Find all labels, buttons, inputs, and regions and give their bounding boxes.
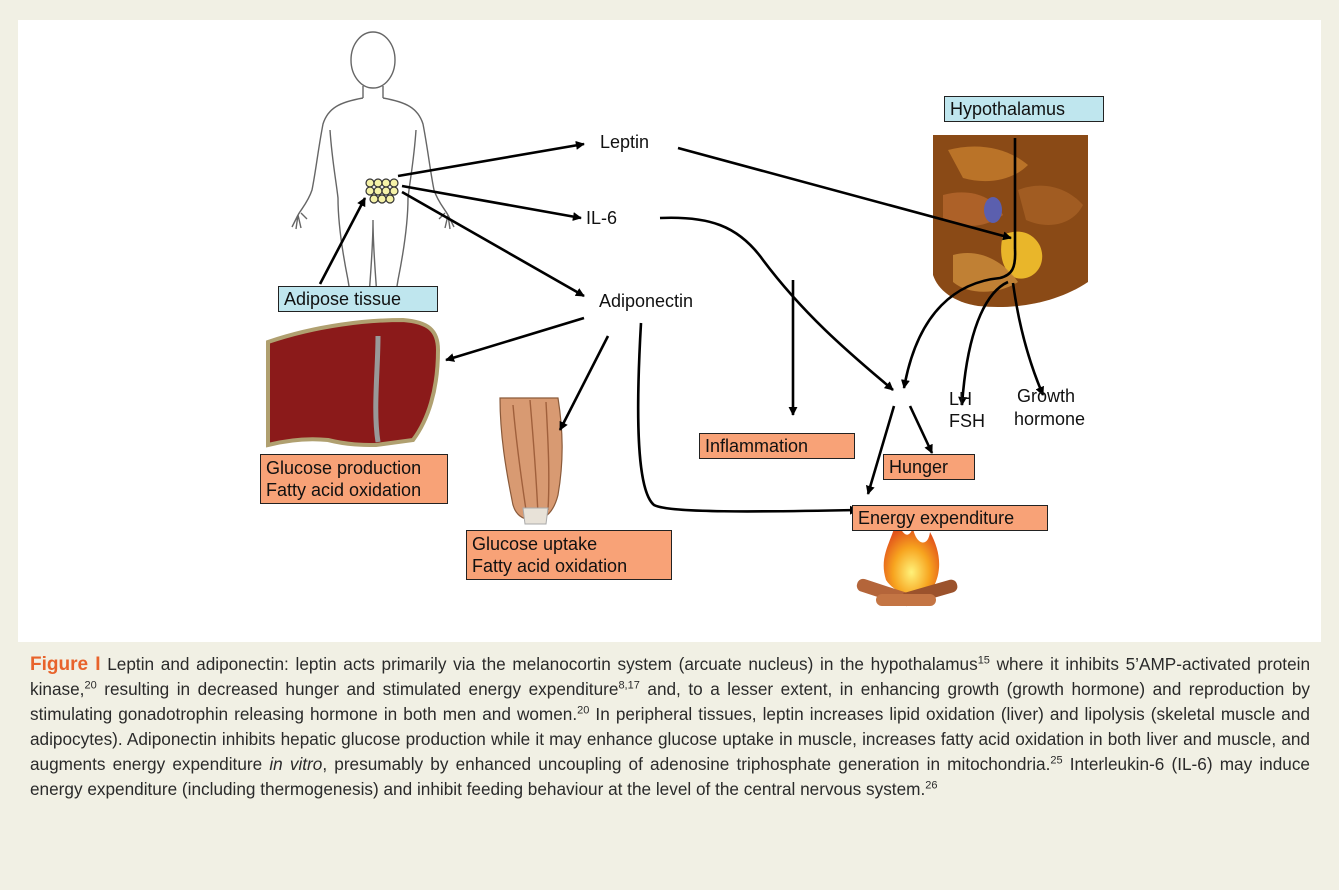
hypothalamus-box: Hypothalamus bbox=[944, 96, 1104, 122]
liver-image bbox=[268, 320, 438, 445]
caption-reference: 20 bbox=[577, 704, 589, 716]
growth-hormone-label: Growth hormone bbox=[1014, 385, 1085, 431]
il6-label: IL-6 bbox=[586, 207, 617, 229]
caption-text-run: , presumably by enhanced uncoupling of a… bbox=[322, 754, 1050, 774]
caption-reference: 25 bbox=[1050, 754, 1062, 766]
caption-text: Leptin and adiponectin: leptin acts prim… bbox=[30, 654, 1310, 799]
arrow-body-to-il6 bbox=[402, 186, 581, 218]
caption-reference: 26 bbox=[925, 779, 937, 791]
campfire-image bbox=[855, 520, 959, 608]
arrow-il6-to-hunger bbox=[660, 218, 893, 390]
figure-label: Figure I bbox=[30, 654, 101, 675]
caption-italic-text: in vitro bbox=[269, 754, 322, 774]
caption-reference: 15 bbox=[978, 654, 990, 666]
caption-text-run: resulting in decreased hunger and stimul… bbox=[97, 679, 619, 699]
arrow-adipose-to-body bbox=[320, 198, 365, 284]
caption-text-run: Leptin and adiponectin: leptin acts prim… bbox=[101, 654, 978, 674]
arrow-body-to-adiponectin bbox=[402, 192, 584, 296]
energy-expenditure-box: Energy expenditure bbox=[852, 505, 1048, 531]
adiponectin-label: Adiponectin bbox=[599, 290, 693, 312]
growth-hormone-line-1: Growth bbox=[1014, 385, 1085, 408]
muscle-effect-2: Fatty acid oxidation bbox=[472, 555, 666, 577]
liver-effect-2: Fatty acid oxidation bbox=[266, 479, 442, 501]
muscle-effect-1: Glucose uptake bbox=[472, 533, 666, 555]
liver-effect-1: Glucose production bbox=[266, 457, 442, 479]
arrow-to-hunger bbox=[910, 406, 932, 453]
arrow-body-to-leptin bbox=[398, 144, 584, 176]
fat-cells-icon bbox=[366, 179, 398, 203]
muscle-image bbox=[500, 398, 562, 524]
figure-panel: Leptin IL-6 Adiponectin LH FSH Growth ho… bbox=[18, 20, 1321, 642]
adipose-tissue-box: Adipose tissue bbox=[278, 286, 438, 312]
arrow-adiponectin-to-muscle bbox=[560, 336, 608, 430]
inflammation-box: Inflammation bbox=[699, 433, 855, 459]
leptin-label: Leptin bbox=[600, 131, 649, 153]
arrow-adiponectin-to-liver bbox=[446, 318, 584, 360]
brain-section-image bbox=[933, 135, 1088, 307]
liver-effects-box: Glucose production Fatty acid oxidation bbox=[260, 454, 448, 504]
arrow-adiponectin-to-energy-expenditure bbox=[638, 323, 858, 511]
caption-reference: 8,17 bbox=[618, 679, 639, 691]
lh-label: LH bbox=[949, 388, 972, 410]
arrow-to-energy-expenditure bbox=[868, 406, 894, 494]
caption-reference: 20 bbox=[84, 679, 96, 691]
fsh-label: FSH bbox=[949, 410, 985, 432]
figure-caption: Figure I Leptin and adiponectin: leptin … bbox=[30, 652, 1310, 802]
hunger-box: Hunger bbox=[883, 454, 975, 480]
muscle-effects-box: Glucose uptake Fatty acid oxidation bbox=[466, 530, 672, 580]
growth-hormone-line-2: hormone bbox=[1014, 408, 1085, 431]
